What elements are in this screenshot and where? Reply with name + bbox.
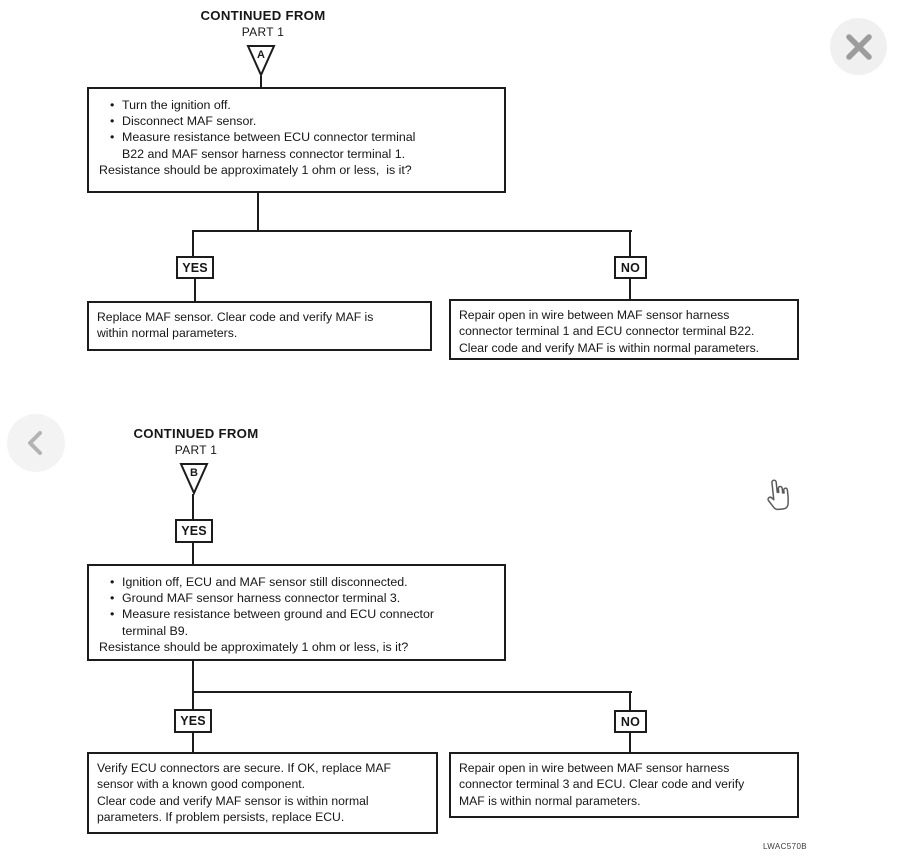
step-text: Measure resistance between ECU connector… <box>122 130 416 161</box>
yes-branch-label-a: YES <box>176 256 214 279</box>
connector-line <box>260 76 262 88</box>
step-text: Ignition off, ECU and MAF sensor still d… <box>122 575 408 589</box>
entry-yes-label-b: YES <box>175 519 213 543</box>
connector-line <box>629 693 631 710</box>
connector-line <box>192 693 194 709</box>
part-reference-text: PART 1 <box>174 443 218 457</box>
yes-text: YES <box>182 260 208 275</box>
connector-line <box>194 279 196 301</box>
list-item: Disconnect MAF sensor. <box>99 113 494 129</box>
svg-text:A: A <box>257 49 265 61</box>
step-text: Disconnect MAF sensor. <box>122 114 257 129</box>
question-text: Resistance should be approximately 1 ohm… <box>99 162 412 177</box>
no-branch-label-a: NO <box>614 256 647 279</box>
outcome-box-no-b: Repair open in wire between MAF sensor h… <box>449 752 799 818</box>
list-item: Measure resistance between ECU connector… <box>99 129 494 161</box>
outcome-text: Replace MAF sensor. Clear code and verif… <box>97 310 374 341</box>
question-text: Resistance should be approximately 1 ohm… <box>99 639 409 654</box>
close-icon <box>845 33 872 60</box>
step-text: Ground MAF sensor harness connector term… <box>122 591 401 606</box>
list-item: Turn the ignition off. <box>99 97 494 113</box>
instruction-box-a: Turn the ignition off. Disconnect MAF se… <box>87 87 506 193</box>
previous-page-button[interactable] <box>7 414 65 472</box>
outcome-text: Verify ECU connectors are secure. If OK,… <box>97 761 391 825</box>
connector-line <box>192 733 194 752</box>
continued-from-text: CONTINUED FROM <box>133 426 259 441</box>
step-text: Measure resistance between ground and EC… <box>122 607 435 638</box>
connector-line <box>192 543 194 564</box>
outcome-text: Repair open in wire between MAF sensor h… <box>459 308 760 355</box>
connector-line <box>192 661 194 692</box>
chevron-left-icon <box>28 431 42 455</box>
outcome-text: Repair open in wire between MAF sensor h… <box>459 761 745 808</box>
continued-from-text: CONTINUED FROM <box>200 8 326 23</box>
svg-text:B: B <box>190 467 198 479</box>
yes-text: YES <box>181 524 207 538</box>
no-text: NO <box>620 260 641 275</box>
continued-from-header-b: CONTINUED FROM PART 1 <box>96 426 296 457</box>
outcome-box-no-a: Repair open in wire between MAF sensor h… <box>449 299 799 360</box>
step-text: Turn the ignition off. <box>122 98 231 112</box>
connector-b-triangle-icon: B <box>179 463 209 496</box>
connector-line <box>192 494 194 519</box>
connector-line <box>192 232 194 256</box>
hand-pointer-icon <box>767 479 789 511</box>
outcome-box-yes-a: Replace MAF sensor. Clear code and verif… <box>87 301 432 351</box>
connector-line <box>629 279 631 299</box>
list-item: Measure resistance between ground and EC… <box>99 606 494 638</box>
yes-branch-label-b: YES <box>174 709 212 733</box>
connector-a-triangle-icon: A <box>246 45 276 78</box>
instruction-box-b: Ignition off, ECU and MAF sensor still d… <box>87 564 506 661</box>
continued-from-header-a: CONTINUED FROM PART 1 <box>163 8 363 39</box>
connector-line <box>192 230 632 232</box>
connector-line <box>629 232 631 256</box>
no-branch-label-b: NO <box>614 710 647 733</box>
figure-reference-code: LWAC570B <box>762 842 808 851</box>
outcome-box-yes-b: Verify ECU connectors are secure. If OK,… <box>87 752 438 834</box>
connector-line <box>257 193 259 231</box>
part-reference-text: PART 1 <box>241 25 285 39</box>
no-text: NO <box>620 714 641 729</box>
close-button[interactable] <box>830 18 887 75</box>
yes-text: YES <box>180 714 206 728</box>
list-item: Ignition off, ECU and MAF sensor still d… <box>99 574 494 590</box>
connector-line <box>629 733 631 752</box>
connector-line <box>192 691 632 693</box>
list-item: Ground MAF sensor harness connector term… <box>99 590 494 606</box>
